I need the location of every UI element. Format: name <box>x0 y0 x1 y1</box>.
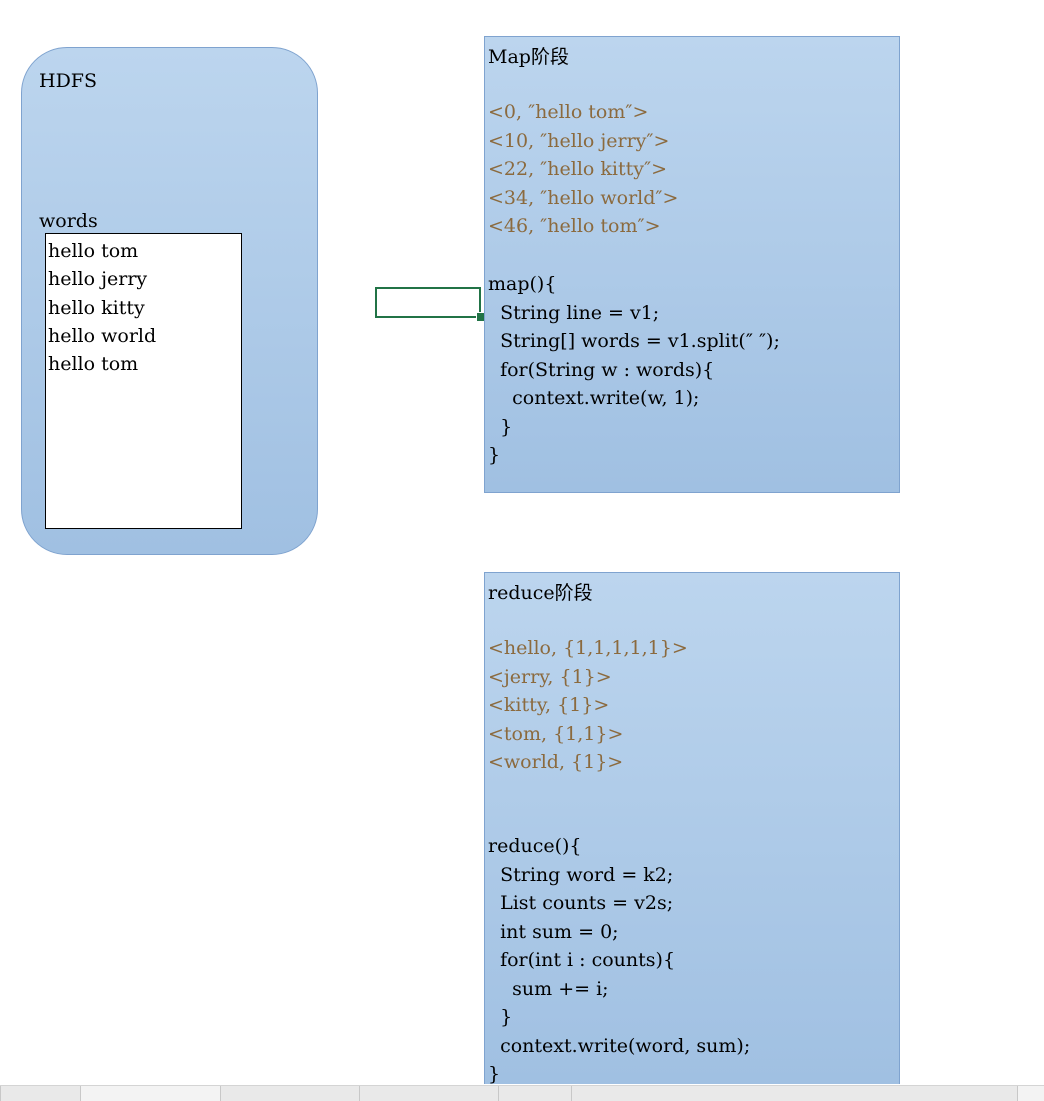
map-code: map(){ String line = v1; String[] words … <box>488 273 780 466</box>
reduce-input-pairs: <hello, {1,1,1,1,1}> <jerry, {1}> <kitty… <box>488 637 688 773</box>
reduce-stage-panel[interactable]: reduce阶段 <hello, {1,1,1,1,1}> <jerry, {1… <box>484 572 900 1085</box>
hdfs-panel[interactable]: HDFS words hello tom hello jerry hello k… <box>21 47 318 555</box>
map-input-pairs: <0, ″hello tom″> <10, ″hello jerry″> <22… <box>488 101 679 237</box>
sheet-tab[interactable] <box>0 1086 81 1101</box>
reduce-code: reduce(){ String word = k2; List counts … <box>488 835 751 1085</box>
sheet-tab-bar <box>0 1085 1044 1101</box>
reduce-stage-title: reduce阶段 <box>488 582 593 604</box>
hdfs-title: HDFS <box>39 70 98 92</box>
sheet-tab[interactable] <box>220 1086 360 1101</box>
words-file-box[interactable]: hello tom hello jerry hello kitty hello … <box>45 233 242 529</box>
selected-cell[interactable] <box>375 287 481 318</box>
words-label: words <box>39 210 98 232</box>
sheet-tab[interactable] <box>498 1086 572 1101</box>
sheet-tab[interactable] <box>571 1086 1018 1101</box>
sheet-tab[interactable] <box>359 1086 499 1101</box>
map-stage-title: Map阶段 <box>488 46 569 68</box>
words-file-content: hello tom hello jerry hello kitty hello … <box>48 240 157 376</box>
map-stage-panel[interactable]: Map阶段 <0, ″hello tom″> <10, ″hello jerry… <box>484 36 900 493</box>
